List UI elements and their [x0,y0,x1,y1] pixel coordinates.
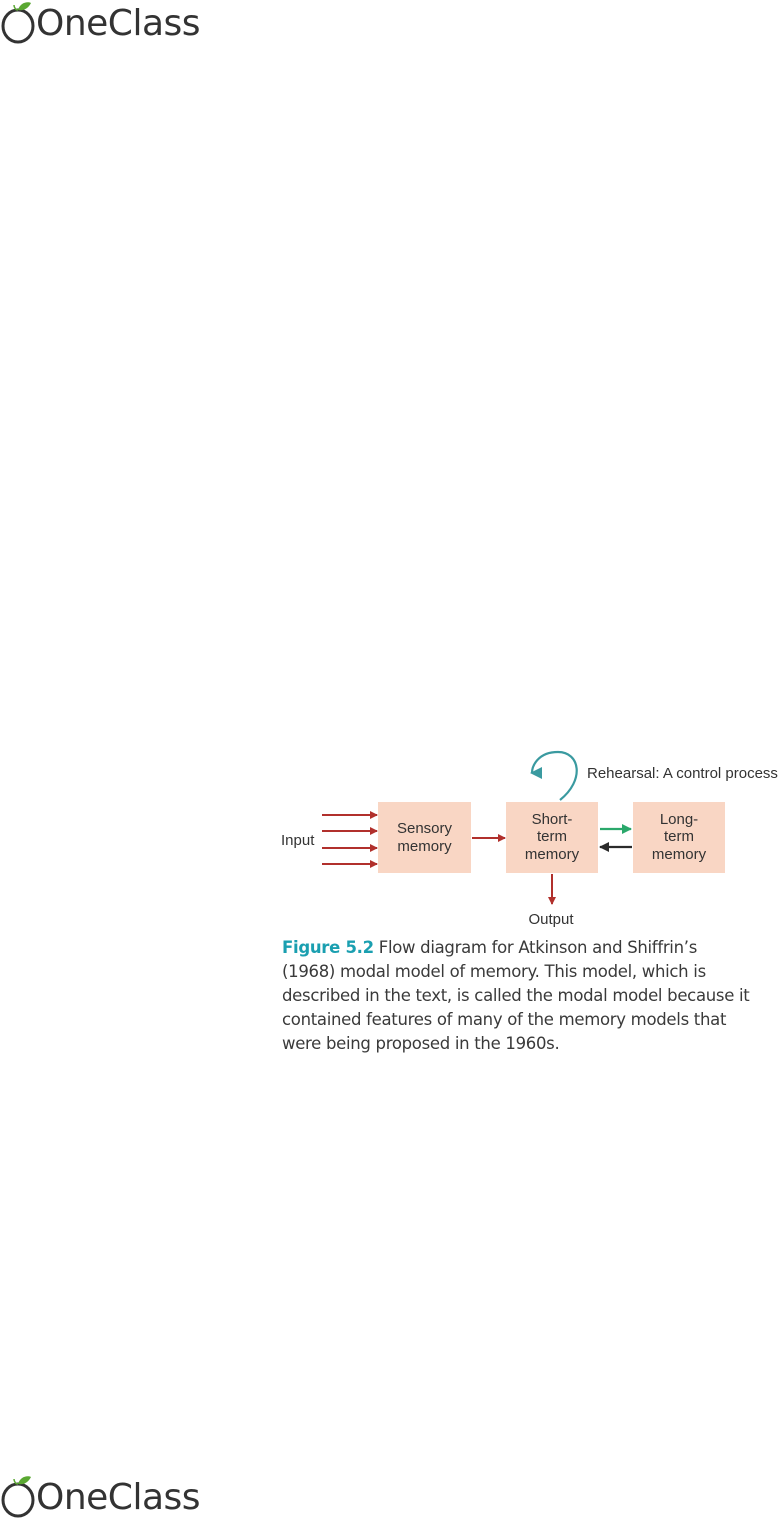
figure-caption: Figure 5.2 Flow diagram for Atkinson and… [282,936,752,1056]
logo-text: OneClass [36,1477,201,1518]
caption-text: Flow diagram for Atkinson and Shiffrin’s… [282,938,750,1053]
logo-text: OneClass [36,3,201,44]
long-term-line2: term [664,828,694,845]
output-label: Output [528,911,574,928]
long-term-line1: Long- [660,811,698,828]
modal-model-diagram: Rehearsal: A control process Input Senso… [281,750,778,928]
apple-leaf-icon [1,1476,35,1518]
oneclass-logo-bottom: OneClass [0,1474,201,1522]
sensory-memory-box [378,802,471,873]
long-term-memory-box [633,802,725,873]
short-term-line3: memory [525,846,580,863]
short-term-memory-box [506,802,598,873]
figure-5-2: Rehearsal: A control process Input Senso… [0,740,784,1053]
rehearsal-label: Rehearsal: A control process [587,765,778,782]
oneclass-logo-top: OneClass [0,0,201,48]
long-term-line3: memory [652,846,707,863]
apple-leaf-icon [1,2,35,44]
figure-label: Figure 5.2 [282,938,374,957]
input-label: Input [281,832,315,849]
short-term-line2: term [537,828,567,845]
sensory-line2: memory [397,838,452,855]
rehearsal-loop-arrow [530,750,578,801]
sensory-line1: Sensory [397,820,453,837]
short-term-line1: Short- [532,811,573,828]
